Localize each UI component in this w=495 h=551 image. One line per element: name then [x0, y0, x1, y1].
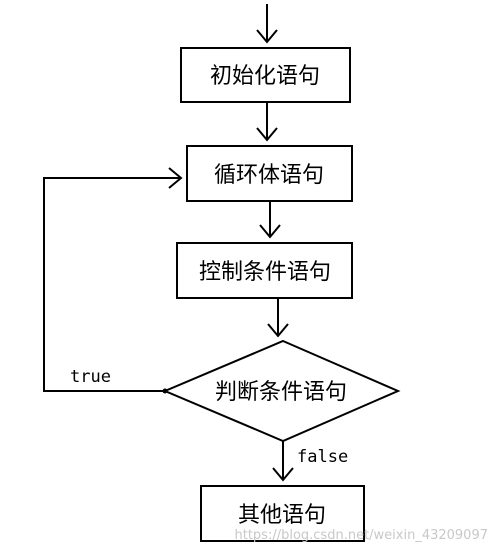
- control-node: 控制条件语句: [176, 242, 353, 299]
- arrow-control-to-condition: [267, 298, 289, 338]
- true-edge-dot: [162, 388, 168, 394]
- arrow-init-to-body: [256, 102, 278, 142]
- condition-node: 判断条件语句: [162, 339, 401, 443]
- entry-arrow: [256, 4, 278, 44]
- arrow-body-to-control: [259, 201, 281, 239]
- init-node: 初始化语句: [180, 47, 351, 103]
- loop-body-node-label: 循环体语句: [214, 163, 324, 188]
- init-node-label: 初始化语句: [210, 64, 320, 89]
- condition-node-label: 判断条件语句: [215, 380, 347, 405]
- watermark-text: https://blog.csdn.net/weixin_43209097: [234, 528, 488, 543]
- false-edge-label: false: [297, 447, 348, 467]
- true-edge-label: true: [70, 367, 111, 387]
- control-node-label: 控制条件语句: [199, 260, 331, 285]
- other-node-label: 其他语句: [238, 503, 326, 528]
- loop-body-node: 循环体语句: [186, 145, 353, 202]
- true-loop-edge: [43, 167, 183, 394]
- false-edge: [272, 441, 294, 482]
- other-node: 其他语句: [200, 485, 365, 542]
